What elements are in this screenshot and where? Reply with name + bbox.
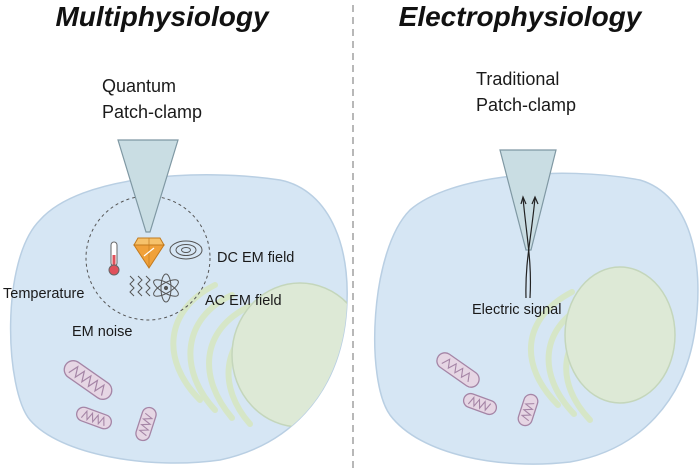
left-heading: Multiphysiology	[55, 1, 270, 32]
ac-field-atom-icon	[153, 273, 179, 303]
right-mitochondrion-1	[436, 352, 480, 388]
right-mitochondrion-3	[517, 393, 539, 427]
right-heading: Electrophysiology	[399, 1, 643, 32]
dc-field-label: DC EM field	[217, 250, 294, 266]
sensing-region	[85, 195, 211, 321]
traditional-pipette	[499, 149, 557, 251]
dc-field-icon	[169, 240, 203, 260]
left-cell	[9, 174, 348, 464]
noise-wave-icon	[129, 275, 151, 297]
noise-label: EM noise	[72, 324, 132, 340]
left-mitochondrion-1	[63, 360, 113, 400]
electric-signal-label: Electric signal	[472, 302, 561, 318]
diamond-icon	[133, 237, 165, 269]
electric-signal-icon	[520, 195, 539, 299]
right-mitochondrion-2	[462, 392, 498, 416]
quantum-label-line1: Quantum	[102, 76, 176, 96]
temperature-label: Temperature	[3, 286, 84, 302]
left-mitochondrion-3	[135, 406, 157, 442]
right-cell	[374, 172, 699, 465]
left-er-arcs	[170, 282, 271, 427]
ac-field-label: AC EM field	[205, 293, 282, 309]
quantum-pipette	[117, 139, 179, 233]
quantum-label-line2: Patch-clamp	[102, 102, 202, 122]
left-mitochondrion-2	[76, 406, 112, 430]
traditional-label-line2: Patch-clamp	[476, 95, 576, 115]
thermometer-icon	[108, 241, 120, 276]
right-nucleus	[564, 266, 676, 404]
traditional-label-line1: Traditional	[476, 69, 559, 89]
